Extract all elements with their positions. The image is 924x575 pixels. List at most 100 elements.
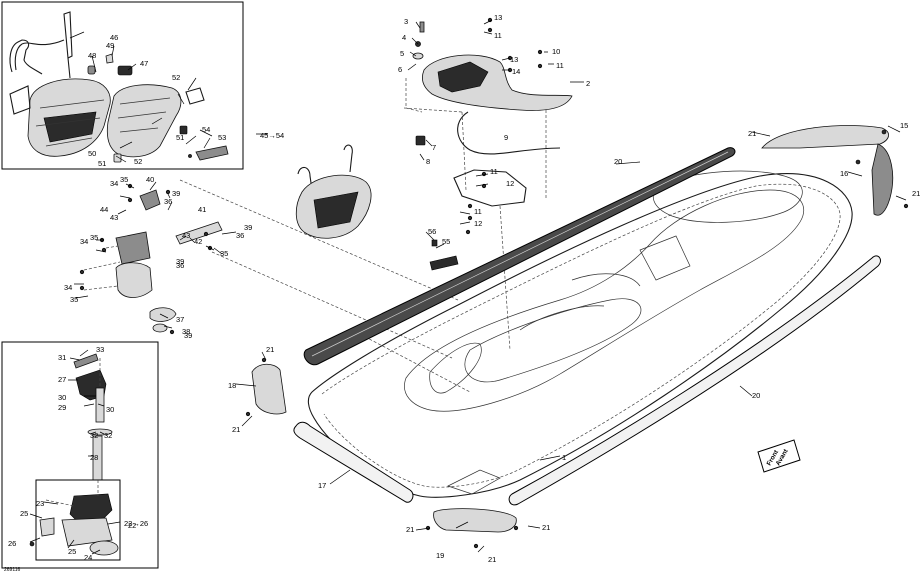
front-trim-left-part [251, 363, 287, 415]
callout-label: 16 [840, 169, 848, 178]
inset-steering-assembly [1, 341, 159, 569]
callout-label: 36 [176, 261, 184, 270]
callout-label: 24 [84, 553, 92, 562]
inset-seat-handle-kit [1, 1, 244, 170]
callout-label: 9 [504, 133, 508, 142]
callout-label: 7 [432, 143, 436, 152]
bracket-small-part [39, 517, 55, 537]
cap-part [87, 65, 96, 75]
callout-label: 21 [232, 425, 240, 434]
bracket-part [117, 65, 133, 76]
callout-label: 22→26 [124, 519, 148, 528]
callout-label: 29 [58, 403, 66, 412]
callout-label: 30 [58, 393, 66, 402]
callout-label: 43 [182, 231, 190, 240]
pump-base-part [61, 517, 113, 547]
grab-bar-part [63, 11, 73, 79]
callout-label: 54 [202, 125, 210, 134]
callout-label: 13 [494, 13, 502, 22]
front-trim-bottom-part [433, 508, 517, 533]
callout-label: 26 [8, 539, 16, 548]
rub-rail-left-part [293, 421, 414, 503]
callout-label: 47 [140, 59, 148, 68]
callout-label: 8 [426, 157, 430, 166]
front-direction-marker: Front Avant [757, 439, 801, 473]
callout-label: 39 [176, 257, 184, 266]
hull-inner-edge [321, 183, 841, 488]
callout-label: 42 [194, 237, 202, 246]
callout-label: 25 [20, 509, 28, 518]
callout-label: 31 [58, 353, 66, 362]
callout-label: 45→54 [260, 131, 284, 140]
callout-label: 39 [244, 223, 252, 232]
callout-label: 30 [106, 405, 114, 414]
inset-frame-top-left [1, 1, 244, 170]
callout-label: 19 [436, 551, 444, 560]
rub-rails [293, 147, 881, 506]
callout-label: 35 [70, 295, 78, 304]
callout-label: 34 [110, 179, 118, 188]
callout-label: 52 [172, 73, 180, 82]
linkage-arm-part [175, 221, 223, 245]
hull-footwell-part [464, 298, 642, 383]
callout-label: 51 [176, 133, 184, 142]
callout-label: 28 [90, 453, 98, 462]
callout-label: 23 [36, 499, 44, 508]
callout-label: 39 [172, 189, 180, 198]
pump-box-frame [35, 479, 121, 561]
callout-label: 13 [510, 55, 518, 64]
callout-label: 21 [748, 129, 756, 138]
callout-label: 36 [164, 197, 172, 206]
callout-label: 18 [228, 381, 236, 390]
callout-label: 12 [474, 219, 482, 228]
seat-frame-part [297, 144, 353, 191]
callout-label: 2 [586, 79, 590, 88]
callout-label: 21 [488, 555, 496, 564]
callout-label: 14 [512, 67, 520, 76]
hull-cockpit-part [404, 189, 805, 412]
callout-label: 36 [236, 231, 244, 240]
callout-label: 34 [64, 283, 72, 292]
callout-label: 1 [562, 453, 566, 462]
callout-label: 4 [402, 33, 406, 42]
clip-part [105, 53, 114, 64]
callout-label: 20 [752, 391, 760, 400]
callout-label: 11 [494, 31, 502, 40]
linkage-bracket-part [139, 189, 161, 211]
linkage-nozzle-part [115, 262, 153, 298]
seat-assembly [295, 144, 459, 271]
callout-label: 21 [266, 345, 274, 354]
callout-labels: 1 2 3 4 5 6 7 8 9 10 11 11 11 11 12 12 1… [8, 13, 920, 564]
console-assembly [403, 17, 573, 235]
seat-shell-grid [313, 191, 359, 229]
seat-base-left-grid [43, 111, 97, 143]
callout-label: 48 [88, 51, 96, 60]
grab-strap-part [21, 39, 65, 46]
linkage-washer-part [149, 307, 177, 322]
linkage-block-part [115, 231, 151, 265]
cable-part [457, 111, 561, 155]
callout-label: 52 [134, 157, 142, 166]
callout-label: 21 [912, 189, 920, 198]
seat-cover-right-part [106, 84, 182, 158]
inset-frame-bottom-left [1, 341, 159, 569]
callout-label: 33 [96, 345, 104, 354]
callout-label: 41 [198, 205, 206, 214]
foot-pad-part [429, 255, 459, 271]
callout-label: 25 [68, 547, 76, 556]
steering-linkage [79, 179, 459, 359]
pad-part [185, 87, 205, 105]
callout-label: 21 [406, 525, 414, 534]
hull-console-part [652, 170, 803, 223]
callout-label: 32 [104, 431, 112, 440]
handlebar-cover-detail [437, 61, 489, 93]
steering-knob-part [73, 353, 99, 369]
callout-label: 37 [176, 315, 184, 324]
callout-label: 27 [58, 375, 66, 384]
rear-trim-side-part [871, 143, 894, 216]
callout-label: 11 [490, 167, 498, 176]
callout-label: 43 [110, 213, 118, 222]
callout-label: 34 [80, 237, 88, 246]
callout-label: 32 [90, 431, 98, 440]
